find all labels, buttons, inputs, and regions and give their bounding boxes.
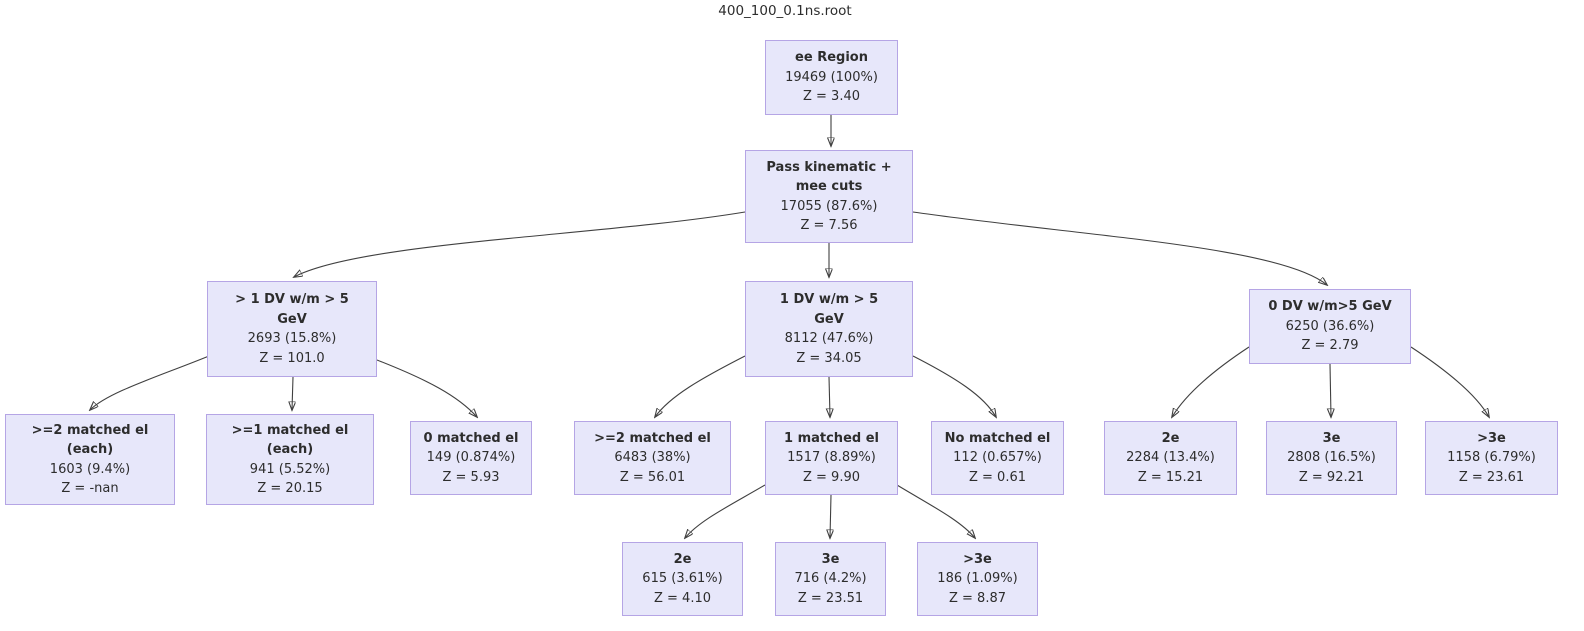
node-title: > 1 DV w/m > 5 GeV xyxy=(235,292,349,327)
diagram-title: 400_100_0.1ns.root xyxy=(718,3,852,19)
node-2e-right-branch: 2e 2284 (13.4%) Z = 15.21 xyxy=(1104,421,1237,495)
node-gt3e-bottom-branch: >3e 186 (1.09%) Z = 8.87 xyxy=(917,542,1038,616)
node-title: 2e xyxy=(673,551,692,567)
node-title: 1 matched el xyxy=(784,430,879,446)
node-z-score: Z = 9.90 xyxy=(802,469,860,485)
node-count: 1517 (8.89%) xyxy=(787,450,876,466)
edge-gt1dv-ge1each xyxy=(292,376,293,410)
node-2e-bottom-branch: 2e 615 (3.61%) Z = 4.10 xyxy=(622,542,743,616)
node-title: 1 DV w/m > 5 GeV xyxy=(779,292,879,327)
node-ge2-matched-el: >=2 matched el 6483 (38%) Z = 56.01 xyxy=(574,421,731,495)
node-z-score: Z = 0.61 xyxy=(968,469,1026,485)
node-count: 2284 (13.4%) xyxy=(1126,450,1215,466)
edge-pass-gt1dv xyxy=(294,211,746,277)
node-z-score: Z = 8.87 xyxy=(948,590,1006,606)
node-count: 615 (3.61%) xyxy=(642,571,723,587)
node-title: >=1 matched el (each) xyxy=(231,422,349,458)
edge-onematched-b3e xyxy=(830,494,831,538)
node-z-score: Z = 34.05 xyxy=(796,350,862,366)
node-title: Pass kinematic + mee cuts xyxy=(766,159,892,195)
node-z-score: Z = 2.79 xyxy=(1301,338,1359,354)
node-title: 3e xyxy=(1322,430,1341,446)
node-count: 17055 (87.6%) xyxy=(780,198,878,214)
node-count: 19469 (100%) xyxy=(785,69,878,85)
node-no-matched-el: No matched el 112 (0.657%) Z = 0.61 xyxy=(931,421,1064,495)
node-z-score: Z = 20.15 xyxy=(257,481,323,496)
node-count: 6250 (36.6%) xyxy=(1285,318,1375,334)
edge-onedv-nomatched xyxy=(912,355,996,417)
node-count: 1158 (6.79%) xyxy=(1447,450,1536,466)
node-z-score: Z = 3.40 xyxy=(802,89,860,105)
node-title: 3e xyxy=(821,551,840,567)
node-z-score: Z = 23.61 xyxy=(1458,469,1525,485)
node-title: No matched el xyxy=(944,430,1051,446)
node-ge2-matched-el-each: >=2 matched el (each) 1603 (9.4%) Z = -n… xyxy=(5,414,175,505)
edge-onedv-onematched xyxy=(829,376,830,417)
node-pass-kinematic-mee-cuts: Pass kinematic + mee cuts 17055 (87.6%) … xyxy=(745,150,913,243)
node-title: >3e xyxy=(1477,430,1506,446)
node-z-score: Z = 7.56 xyxy=(800,218,858,233)
node-3e-bottom-branch: 3e 716 (4.2%) Z = 23.51 xyxy=(775,542,886,616)
node-0-dv-mass-gt5gev: 0 DV w/m>5 GeV 6250 (36.6%) Z = 2.79 xyxy=(1249,289,1411,364)
edge-zerodv-r2e xyxy=(1172,346,1250,417)
node-title: 0 matched el xyxy=(423,430,519,446)
edge-onematched-bgt3e xyxy=(896,484,975,538)
node-count: 2693 (15.8%) xyxy=(247,331,337,346)
node-z-score: Z = -nan xyxy=(61,481,119,496)
edge-onedv-ge2matched xyxy=(655,355,746,417)
node-1-dv-mass-gt5gev: 1 DV w/m > 5 GeV 8112 (47.6%) Z = 34.05 xyxy=(745,281,913,377)
edge-pass-zerodv xyxy=(912,211,1327,285)
node-z-score: Z = 56.01 xyxy=(619,469,686,485)
node-ge1-matched-el-each: >=1 matched el (each) 941 (5.52%) Z = 20… xyxy=(206,414,374,505)
node-count: 112 (0.657%) xyxy=(953,450,1042,466)
node-z-score: Z = 15.21 xyxy=(1137,469,1204,485)
node-title: >3e xyxy=(963,551,992,567)
edge-gt1dv-ge2each xyxy=(90,355,210,410)
node-count: 2808 (16.5%) xyxy=(1287,450,1376,466)
node-0-matched-el: 0 matched el 149 (0.874%) Z = 5.93 xyxy=(410,421,532,495)
node-count: 8112 (47.6%) xyxy=(784,331,874,346)
node-ee-region: ee Region 19469 (100%) Z = 3.40 xyxy=(765,40,898,115)
node-count: 186 (1.09%) xyxy=(937,571,1018,587)
node-count: 149 (0.874%) xyxy=(426,450,516,466)
node-count: 716 (4.2%) xyxy=(794,571,867,587)
node-count: 1603 (9.4%) xyxy=(49,461,131,477)
node-z-score: Z = 5.93 xyxy=(442,469,500,485)
edge-onematched-b2e xyxy=(685,484,766,538)
edge-zerodv-r3e xyxy=(1330,363,1331,417)
node-z-score: Z = 92.21 xyxy=(1298,469,1365,485)
node-z-score: Z = 23.51 xyxy=(797,590,864,606)
node-gt1-dv-mass-gt5gev: > 1 DV w/m > 5 GeV 2693 (15.8%) Z = 101.… xyxy=(207,281,377,377)
node-3e-right-branch: 3e 2808 (16.5%) Z = 92.21 xyxy=(1266,421,1397,495)
node-title: >=2 matched el xyxy=(594,430,711,446)
node-z-score: Z = 4.10 xyxy=(653,590,711,606)
node-z-score: Z = 101.0 xyxy=(259,350,325,366)
node-title: 0 DV w/m>5 GeV xyxy=(1268,299,1392,315)
node-gt3e-right-branch: >3e 1158 (6.79%) Z = 23.61 xyxy=(1425,421,1558,495)
node-count: 941 (5.52%) xyxy=(249,461,331,477)
node-1-matched-el: 1 matched el 1517 (8.89%) Z = 9.90 xyxy=(765,421,898,495)
node-count: 6483 (38%) xyxy=(614,450,691,466)
node-title: ee Region xyxy=(795,50,868,66)
edge-zerodv-rgt3e xyxy=(1410,346,1489,417)
node-title: >=2 matched el (each) xyxy=(31,422,149,458)
edge-gt1dv-zeromatch xyxy=(376,359,477,417)
node-title: 2e xyxy=(1161,430,1180,446)
